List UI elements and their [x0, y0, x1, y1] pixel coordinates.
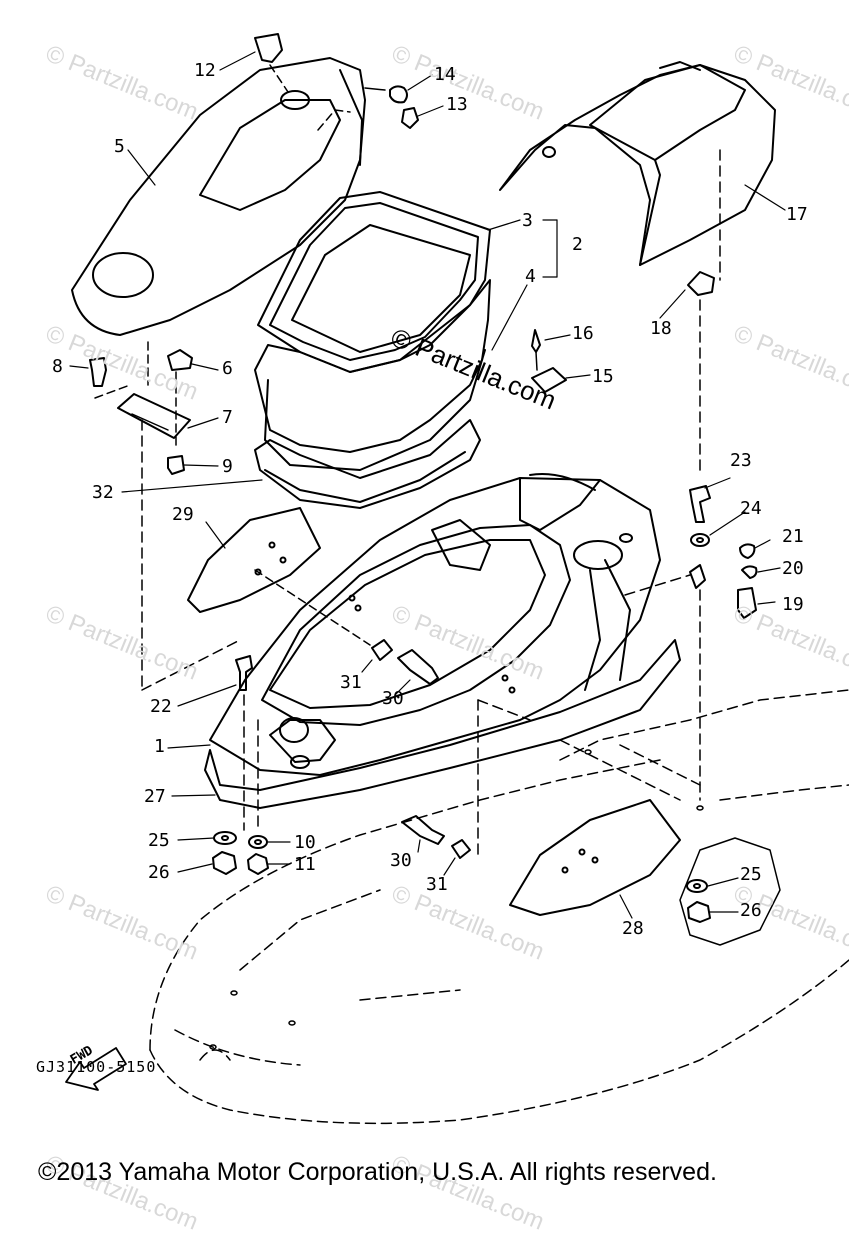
- pin-part-16: [531, 329, 541, 371]
- callout-label: 20: [782, 558, 804, 579]
- collar-part-31-lower: [451, 839, 471, 859]
- screw-part-13: [401, 107, 419, 129]
- nut-part-26: [212, 851, 237, 875]
- callout-label: 3: [522, 210, 533, 231]
- callout-label: 23: [730, 450, 752, 471]
- washer-part-24: [690, 533, 710, 547]
- callout-label: 14: [434, 64, 456, 85]
- callout-label: 8: [52, 356, 63, 377]
- callout-label: 26: [740, 900, 762, 921]
- callout-label: 5: [114, 136, 125, 157]
- callout-label: 7: [222, 407, 233, 428]
- callout-label: 10: [294, 832, 316, 853]
- callout-label: 15: [592, 366, 614, 387]
- callout-label: 28: [622, 918, 644, 939]
- callout-label: 26: [148, 862, 170, 883]
- callout-label: 16: [572, 323, 594, 344]
- bolt-part-23: [689, 485, 711, 523]
- side-panel-part-29: [187, 507, 321, 613]
- callout-label: 25: [148, 830, 170, 851]
- exploded-parts-diagram: [65, 33, 849, 1125]
- cap-part-12: [254, 33, 289, 93]
- deck-part-1: [209, 473, 661, 776]
- cap-part-6: [167, 349, 193, 371]
- callout-label: 24: [740, 498, 762, 519]
- copyright-notice: ©2013 Yamaha Motor Corporation, U.S.A. A…: [38, 1158, 717, 1186]
- latch-part-7: [94, 384, 191, 439]
- callout-label: 22: [150, 696, 172, 717]
- front-hatch-cover-part-5: [71, 57, 366, 336]
- nut-part-26-right: [687, 901, 711, 923]
- callout-label: 32: [92, 482, 114, 503]
- callout-label: 11: [294, 854, 316, 875]
- callout-label: 25: [740, 864, 762, 885]
- washer-part-25: [213, 831, 237, 845]
- callout-label: 4: [525, 266, 536, 287]
- screw-part-8: [89, 357, 107, 387]
- screw-part-19: [737, 587, 757, 619]
- callout-label: 31: [340, 672, 362, 693]
- washer-part-10: [248, 835, 268, 849]
- bolt-part-30: [397, 649, 439, 685]
- washer-part-25-right: [686, 879, 708, 893]
- nut-part-11: [247, 853, 269, 875]
- forward-arrow-icon: [65, 1047, 127, 1091]
- callout-label: 1: [154, 736, 165, 757]
- callout-label: 12: [194, 60, 216, 81]
- cutaway-circle: [679, 837, 781, 946]
- callout-label: 30: [390, 850, 412, 871]
- hull-hole-marks: [209, 749, 704, 1050]
- callout-label: 18: [650, 318, 672, 339]
- leader-lines: [69, 51, 786, 919]
- rear-seat-part-17: [499, 61, 776, 266]
- rub-rail-part-27: [204, 639, 681, 809]
- plate-part-15: [531, 367, 567, 393]
- clip-part-14: [317, 85, 408, 131]
- callout-label: 31: [426, 874, 448, 895]
- hull-outline: [149, 689, 849, 1125]
- callout-label: 19: [782, 594, 804, 615]
- bolt-part-30-lower: [401, 815, 445, 845]
- side-panel-part-28: [509, 799, 681, 916]
- screw-part-9: [167, 455, 185, 475]
- drawing-code: GJ31100-5150: [36, 1058, 157, 1076]
- callout-label: 29: [172, 504, 194, 525]
- storage-box-part-2: [254, 191, 491, 509]
- clip-part-20: [741, 565, 758, 579]
- callout-label: 9: [222, 456, 233, 477]
- clip-part-21: [739, 543, 756, 559]
- bolt-part-22: [235, 655, 253, 691]
- callout-label: 30: [382, 688, 404, 709]
- callout-label: 6: [222, 358, 233, 379]
- callout-label: 17: [786, 204, 808, 225]
- stopper-part-18: [687, 149, 721, 471]
- callout-label: 2: [572, 234, 583, 255]
- collar-part-31: [371, 639, 393, 661]
- callout-label: 13: [446, 94, 468, 115]
- callout-label: 27: [144, 786, 166, 807]
- callout-label: 21: [782, 526, 804, 547]
